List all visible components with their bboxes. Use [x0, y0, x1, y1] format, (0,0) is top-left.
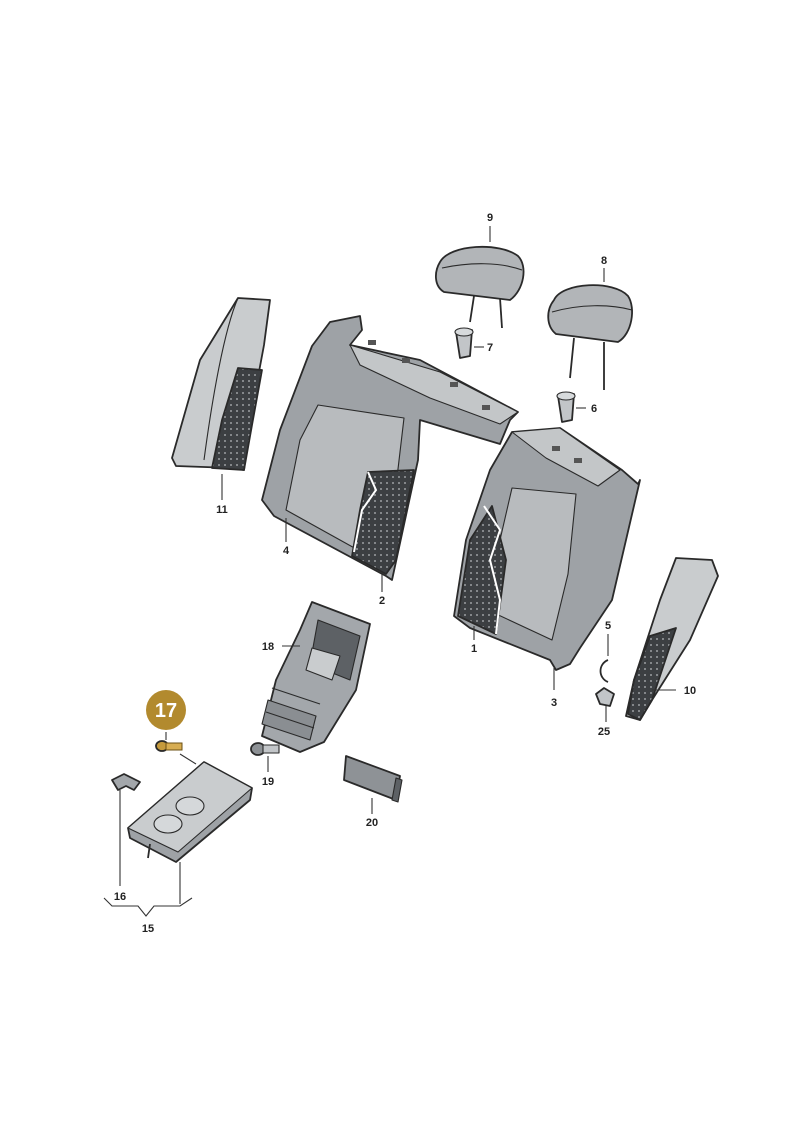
armrest-15 [127, 761, 253, 863]
callout-17: 17 [155, 700, 177, 722]
leader-lines [103, 226, 676, 917]
clip-slot [368, 340, 376, 345]
cap-25 [595, 687, 615, 707]
headrest-left [435, 245, 525, 329]
callout-7: 7 [487, 342, 493, 354]
callout-11: 11 [216, 504, 228, 516]
callout-4: 4 [283, 545, 290, 557]
clip-slot [450, 382, 458, 387]
headrest-right [547, 284, 633, 390]
callout-10: 10 [684, 685, 696, 697]
clip-slot [482, 405, 490, 410]
headrest-guide-7 [454, 327, 474, 359]
callout-9: 9 [487, 212, 493, 224]
bracket-16 [111, 773, 141, 791]
clip-5 [599, 659, 609, 683]
headrest-guide-6 [556, 391, 576, 423]
clip-slot [552, 446, 560, 451]
callout-16: 16 [114, 891, 126, 903]
callout-6: 6 [591, 403, 597, 415]
backrest-left [261, 315, 519, 581]
callout-19: 19 [262, 776, 274, 788]
armrest-bracket [261, 601, 371, 753]
callout-2: 2 [379, 595, 385, 607]
screw-19 [250, 742, 280, 756]
callout-1: 1 [471, 643, 477, 655]
cover-strip-20 [343, 755, 403, 803]
callout-25: 25 [598, 726, 610, 738]
bolt-17 [155, 740, 183, 752]
callout-8: 8 [601, 255, 607, 267]
side-bolster-right [625, 557, 719, 721]
backrest-right [453, 427, 641, 671]
callout-18: 18 [262, 641, 274, 653]
side-bolster-left [171, 297, 271, 471]
clip-slot [574, 458, 582, 463]
clip-slot [402, 358, 410, 363]
callout-labels: 9 8 7 6 11 4 2 5 1 18 10 3 25 19 20 16 1… [114, 212, 696, 935]
highlight-badge-17[interactable]: 17 [146, 690, 186, 730]
callout-15: 15 [142, 923, 154, 935]
callout-20: 20 [366, 817, 378, 829]
callout-5: 5 [605, 620, 611, 632]
callout-3: 3 [551, 697, 557, 709]
